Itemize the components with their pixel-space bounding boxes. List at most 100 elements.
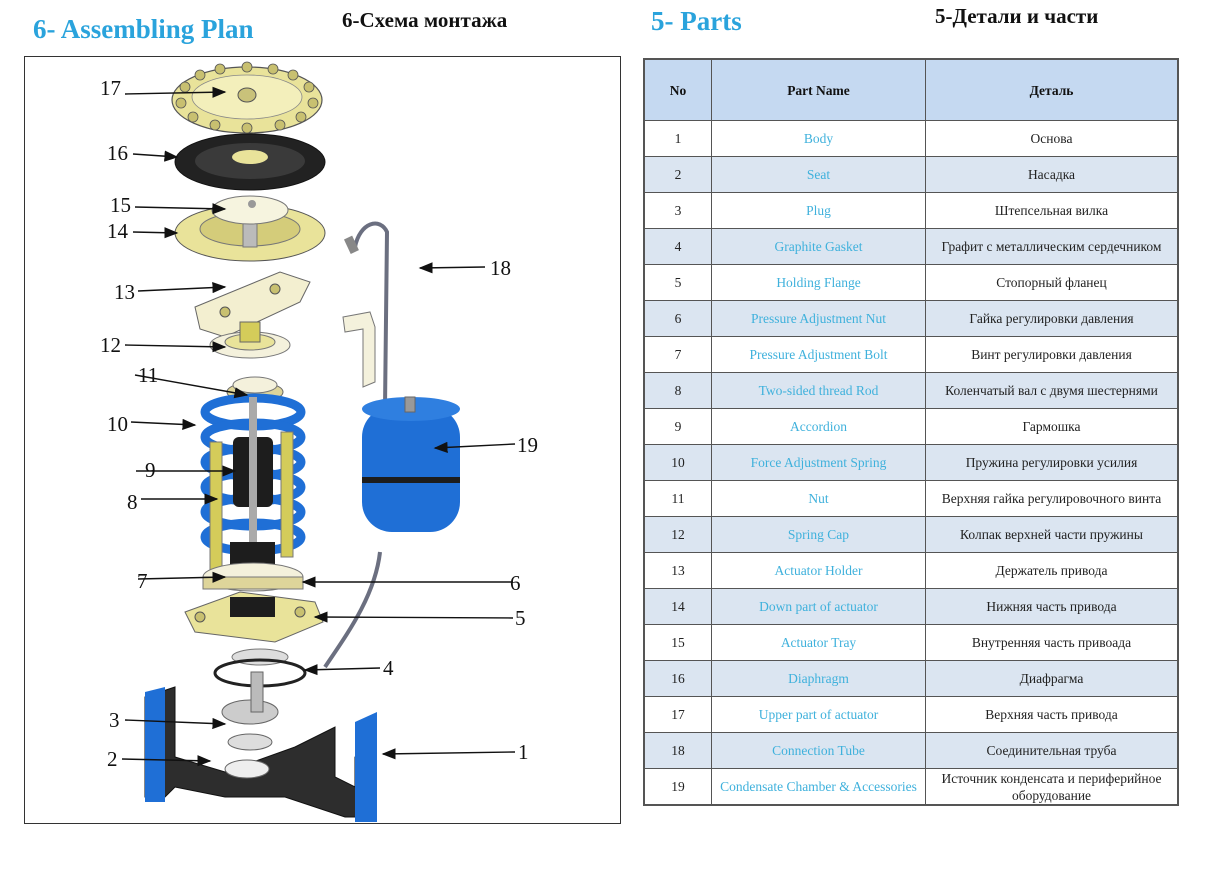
part-number: 8 (643, 372, 712, 409)
diaphragm-part (174, 133, 326, 191)
part-number: 11 (643, 480, 712, 517)
callout-15: 15 (110, 193, 131, 217)
part-name: Upper part of actuator (711, 696, 926, 733)
callout-18: 18 (490, 256, 511, 280)
callout-1: 1 (518, 740, 529, 764)
part-name-ru: Нижняя часть привода (925, 588, 1179, 625)
part-name-ru: Внутренняя часть привоада (925, 624, 1179, 661)
part-name-ru: Графит с металлическим сердечником (925, 228, 1179, 265)
part-name-ru: Стопорный фланец (925, 264, 1179, 301)
threaded-rod-part (209, 441, 223, 583)
part-name-ru: Винт регулировки давления (925, 336, 1179, 373)
part-name: Condensate Chamber & Accessories (711, 768, 926, 806)
part-name-ru: Коленчатый вал с двумя шестернями (925, 372, 1179, 409)
part-name: Accordion (711, 408, 926, 445)
part-number: 9 (643, 408, 712, 445)
condensate-chamber-part (362, 396, 460, 532)
part-name: Force Adjustment Spring (711, 444, 926, 481)
bracket-part (342, 311, 376, 388)
part-number: 12 (643, 516, 712, 553)
part-name: Diaphragm (711, 660, 926, 697)
part-number: 2 (643, 156, 712, 193)
part-number: 6 (643, 300, 712, 337)
part-name: Spring Cap (711, 516, 926, 553)
callout-2: 2 (107, 747, 118, 771)
spring-cap-part (209, 321, 291, 359)
part-number: 17 (643, 696, 712, 733)
callout-8: 8 (127, 490, 138, 514)
part-name-ru: Основа (925, 120, 1179, 157)
part-number: 5 (643, 264, 712, 301)
header-part-name: Part Name (711, 58, 926, 121)
down-actuator-part (174, 195, 326, 262)
callout-5: 5 (515, 606, 526, 630)
callout-4: 4 (383, 656, 394, 680)
connection-tube-part (353, 221, 390, 408)
part-name: Nut (711, 480, 926, 517)
part-number: 10 (643, 444, 712, 481)
part-number: 4 (643, 228, 712, 265)
part-name: Plug (711, 192, 926, 229)
callout-14: 14 (107, 219, 129, 243)
actuator-holder-part (194, 271, 311, 338)
callout-7: 7 (137, 569, 148, 593)
callout-3: 3 (109, 708, 120, 732)
part-number: 18 (643, 732, 712, 769)
table-header-row: No Part Name Деталь (643, 58, 1179, 121)
assembly-diagram: 17 16 15 14 13 12 11 10 9 8 7 6 5 4 3 2 … (24, 56, 621, 824)
exploded-view-drawing: 17 16 15 14 13 12 11 10 9 8 7 6 5 4 3 2 … (100, 61, 538, 822)
assembling-plan-title: 6- Assembling Plan (33, 14, 254, 44)
callout-11: 11 (138, 363, 158, 387)
part-number: 14 (643, 588, 712, 625)
upper-actuator-part (171, 61, 323, 134)
part-name-ru: Держатель привода (925, 552, 1179, 589)
part-name: Body (711, 120, 926, 157)
header-no: No (643, 58, 712, 121)
part-number: 7 (643, 336, 712, 373)
part-name-ru: Верхняя часть привода (925, 696, 1179, 733)
valve-body-part (144, 671, 377, 822)
part-number: 3 (643, 192, 712, 229)
part-name: Connection Tube (711, 732, 926, 769)
part-name: Pressure Adjustment Nut (711, 300, 926, 337)
part-name: Down part of actuator (711, 588, 926, 625)
part-name: Holding Flange (711, 264, 926, 301)
part-name-ru: Штепсельная вилка (925, 192, 1179, 229)
callout-13: 13 (114, 280, 135, 304)
part-name: Graphite Gasket (711, 228, 926, 265)
part-name: Actuator Tray (711, 624, 926, 661)
callout-16: 16 (107, 141, 128, 165)
callout-9: 9 (145, 458, 156, 482)
part-name: Actuator Holder (711, 552, 926, 589)
tube-fitting (343, 235, 359, 254)
callout-17: 17 (100, 76, 121, 100)
part-name-ru: Гайка регулировки давления (925, 300, 1179, 337)
holding-flange-part (184, 591, 324, 643)
header-detail: Деталь (925, 58, 1179, 121)
part-name-ru: Источник конденсата и периферийное обору… (925, 768, 1179, 806)
part-name-ru: Соединительная труба (925, 732, 1179, 769)
threaded-rod-part (280, 431, 294, 558)
accordion-part (233, 397, 273, 567)
part-name-ru: Диафрагма (925, 660, 1179, 697)
part-name-ru: Насадка (925, 156, 1179, 193)
part-name: Pressure Adjustment Bolt (711, 336, 926, 373)
